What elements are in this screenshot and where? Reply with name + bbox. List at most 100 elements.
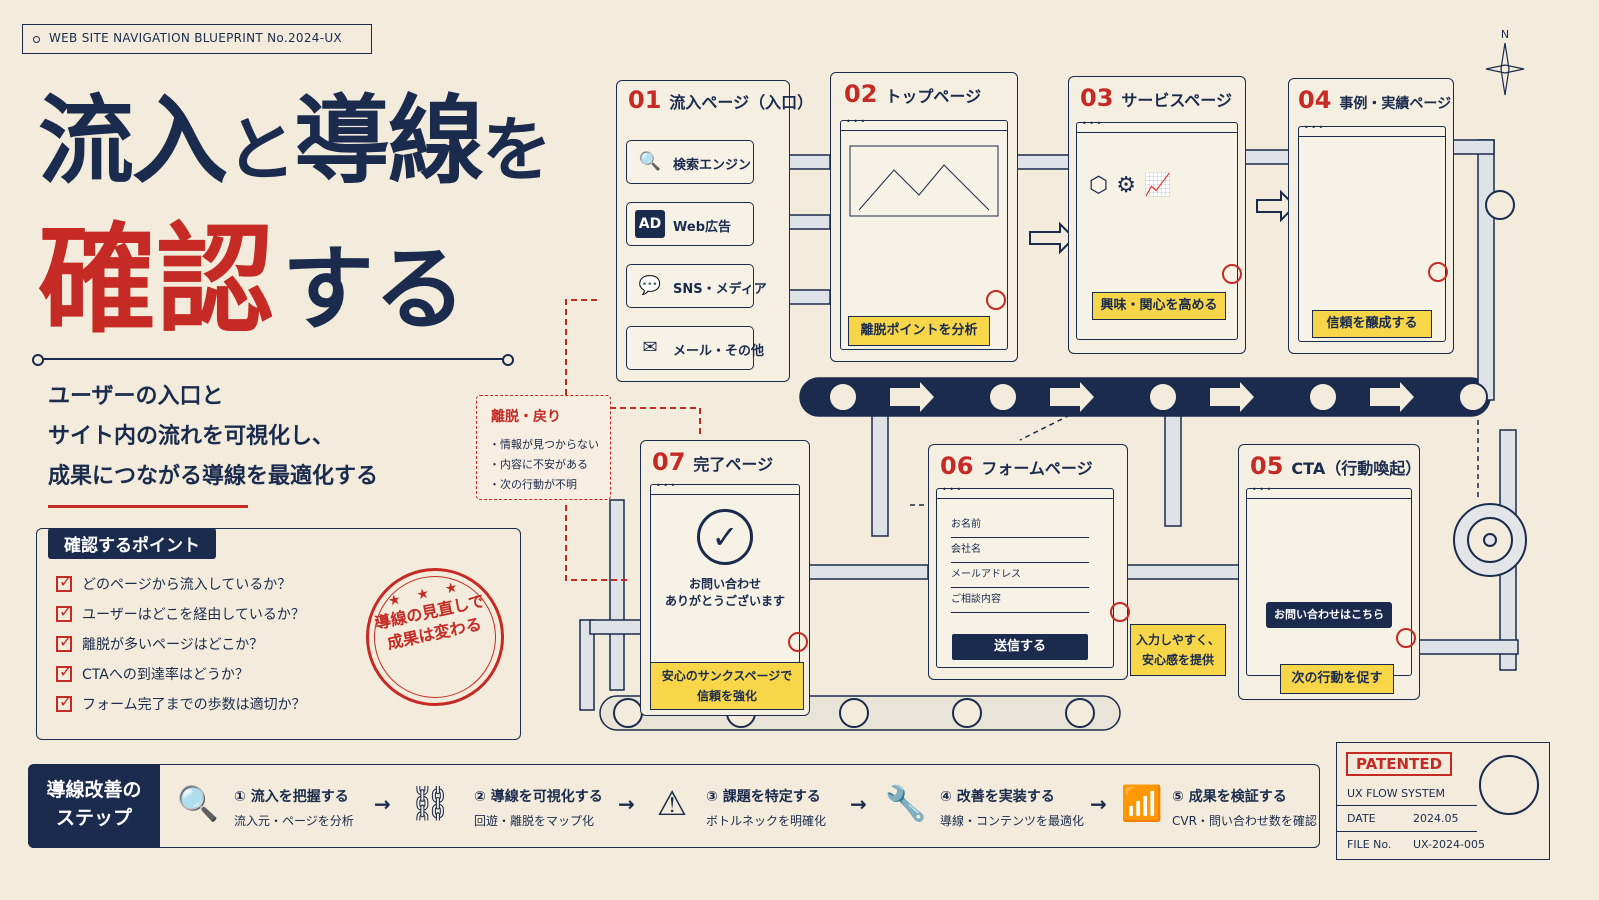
growth-chart-icon: 📶 [1120,784,1164,824]
pipe [1417,639,1519,655]
page-06-header: 06 フォームページ [940,452,1093,480]
title-ryunyu: 流入 [38,85,228,197]
steps-title-line: 導線改善の [46,779,142,801]
chat-bubble-icon: 💬 [638,275,662,296]
pipe [579,619,595,711]
case-page-window [1298,123,1446,342]
page-04-note: 信頼を醸成する [1312,310,1432,338]
window-bar [651,481,799,495]
step-5-desc: CVR・問い合わせ数を確認 [1172,814,1317,828]
window-bar [841,117,1007,131]
service-icons: ⬡⚙📈 [1089,173,1237,198]
step-5-title: ⑤ 成果を検証する [1172,789,1287,805]
pipe [1119,564,1241,580]
checkbox-icon [56,632,72,652]
check-item-label: ユーザーはどこを経由しているか？ [82,607,305,623]
form-field-email[interactable]: メールアドレス [951,563,1089,588]
submit-button[interactable]: 送信する [952,634,1088,660]
page-title: フォームページ [981,459,1093,478]
check-points-panel [36,528,521,740]
checkbox-icon [56,572,72,592]
file-label: FILE No. [1347,838,1392,851]
check-item: どのページから流入しているか？ [56,572,292,594]
subtitle-line-1: ユーザーの入口と [48,384,224,409]
compass-rose [1485,42,1525,96]
step-2-title: ② 導線を可視化する [474,789,603,805]
source-label: SNS・メディア [673,282,767,297]
cube-icon: ⬡ [1089,173,1109,198]
patent-label-box: UX FLOW SYSTEM DATE 2024.05 FILE No. UX-… [1336,742,1550,860]
check-item-label: どのページから流入しているか？ [82,577,292,593]
check-item: フォーム完了までの歩数は適切か？ [56,692,306,714]
form-fields: お名前 会社名 メールアドレス ご相談内容 [951,513,1113,613]
gear-icon [1453,503,1527,577]
source-label: 検索エンジン [673,158,752,173]
target-marker-icon [1428,262,1448,282]
patent-system: UX FLOW SYSTEM [1347,787,1446,800]
steps-title-line: ステップ [55,807,132,829]
thanks-message-1: お問い合わせ [688,577,761,591]
gear-icon: ⚙ [1116,173,1136,198]
pipe [1449,139,1495,155]
check-circle-icon: ✓ [697,509,753,565]
dropout-item: ・次の行動が不明 [489,478,577,491]
page-title: CTA（行動喚起） [1291,459,1422,478]
compass-icon: N [1484,28,1526,98]
form-field-company[interactable]: 会社名 [951,538,1089,563]
search-icon: 🔍 [638,151,662,172]
form-field-name[interactable]: お名前 [951,513,1089,538]
note-line: 信頼を強化 [696,689,757,703]
checkbox-icon [56,662,72,682]
title-to: と [226,109,296,191]
page-number: 06 [940,452,974,480]
step-4-desc: 導線・コンテンツを最適化 [940,814,1085,828]
check-item: 離脱が多いページはどこか？ [56,632,263,654]
page-number: 04 [1298,86,1332,114]
page-number: 02 [844,80,878,108]
target-marker-icon [1110,602,1130,622]
title-divider [32,354,514,366]
source-search: 🔍 検索エンジン [626,140,754,184]
page-title: 完了ページ [693,455,774,474]
wrench-icon: 🔧 [884,784,928,824]
file-value: UX-2024-005 [1413,838,1485,851]
patent-date-row: DATE 2024.05 [1337,805,1477,831]
page-01-header: 01 流入ページ（入口） [628,86,813,114]
patented-badge: PATENTED [1346,752,1453,776]
window-bar [937,485,1113,499]
step-3-desc: ボトルネックを明確化 [706,814,827,828]
page-title: 流入ページ（入口） [669,93,814,112]
arrow-right-icon: → [1090,792,1107,816]
pipe [1164,415,1182,527]
dropout-box: 離脱・戻り ・情報が見つからない ・内容に不安がある ・次の行動が不明 [476,395,611,500]
cta-page-window [1246,485,1412,676]
note-line: 入力しやすく、 [1136,633,1220,647]
date-value: 2024.05 [1413,812,1459,825]
arrow-right-icon: → [850,792,867,816]
step-1-desc: 流入元・ページを分析 [234,814,354,828]
page-number: 01 [628,86,662,114]
checkbox-icon [56,692,72,712]
pipe [1477,139,1495,401]
check-item: CTAへの到達率はどうか？ [56,662,249,684]
gear-icon [1479,755,1539,815]
warning-icon: ⚠ [656,784,688,824]
source-label: Web広告 [673,220,731,235]
check-points-title: 確認するポイント [48,528,216,559]
pipe [609,499,625,691]
page-number: 05 [1250,452,1284,480]
page-05-note: 次の行動を促す [1280,664,1394,694]
compass-north-label: N [1500,28,1510,41]
form-field-message[interactable]: ご相談内容 [951,588,1089,613]
title-line-1: 流入と導線を [38,85,552,205]
page-title: トップページ [885,87,982,106]
subtitle-line-3: 成果につながる導線を最適化する [48,464,379,489]
window-bar [1077,119,1237,133]
pipe [871,415,889,537]
blueprint-tag: WEB SITE NAVIGATION BLUEPRINT No.2024-UX [22,24,372,54]
cta-contact-button[interactable]: お問い合わせはこちら [1266,602,1392,628]
window-bar [1247,485,1411,499]
target-marker-icon [1396,628,1416,648]
